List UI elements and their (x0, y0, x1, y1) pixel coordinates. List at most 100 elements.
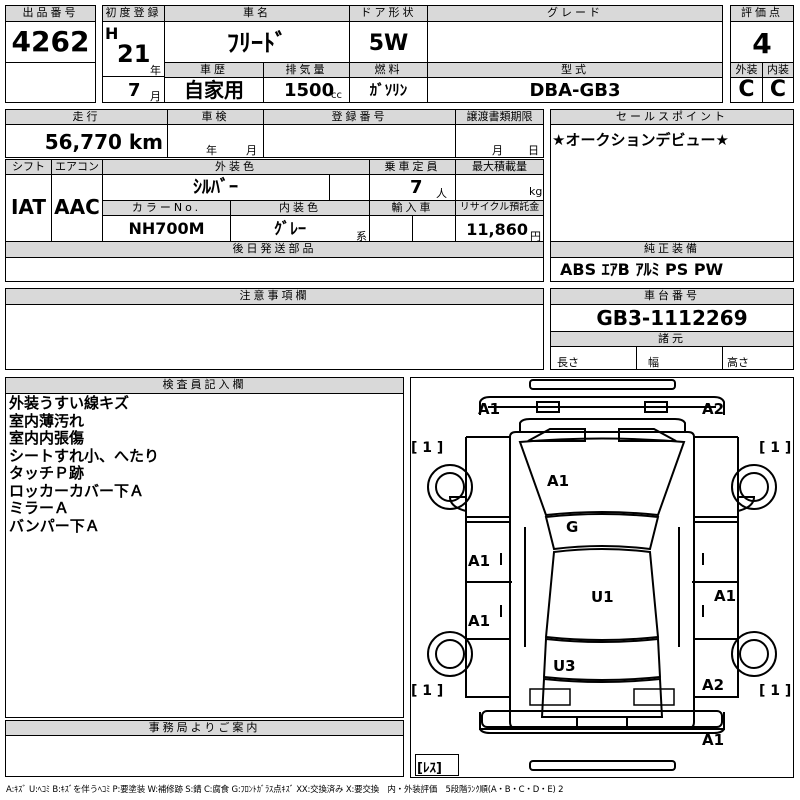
mark-rear-bumper: A1 (702, 731, 725, 749)
fuel-value: ｶﾞｿﾘﾝ (369, 81, 408, 99)
front-bumper (529, 379, 676, 390)
later-parts-label: 後日発送部品 (5, 241, 544, 258)
score-value: 4 (752, 27, 772, 60)
tailgate (540, 677, 664, 718)
exterior-color-value: ｼﾙﾊﾞｰ (193, 177, 238, 198)
car-name-label: 車名 (164, 5, 350, 22)
inspector-note: シートすれ小、へたり (9, 446, 160, 465)
front-plate (536, 401, 560, 413)
capacity-label: 乗車定員 (369, 159, 456, 175)
reg-year: 21 (117, 40, 151, 68)
interior-color-label: 内装色 (230, 200, 370, 216)
colorno-value: NH700M (128, 219, 205, 238)
tire-rear-left (427, 631, 473, 677)
month-unit: 月 (150, 90, 161, 103)
tire-rl-mark: [ 1 ] (411, 683, 444, 699)
model-box (427, 77, 723, 103)
equipment-label: 純正装備 (550, 241, 794, 258)
inspector-note: 室内内張傷 (9, 429, 85, 447)
right-front-door (692, 517, 739, 583)
equipment-box (550, 257, 794, 282)
tire-front-left-inner (435, 472, 465, 502)
int-box (762, 77, 794, 103)
tire-front-right (731, 464, 777, 510)
transfer-month-unit: 月 (492, 144, 503, 157)
notes-label: 注意事項欄 (5, 288, 544, 305)
inspector-note: バンパー下Ａ (9, 516, 100, 535)
specs-divider-2 (722, 346, 723, 370)
inspector-note: ミラーＡ (9, 499, 70, 517)
transfer-box (455, 124, 544, 158)
length-label: 長さ (557, 356, 579, 369)
load-unit: kg (529, 185, 543, 198)
inspector-note: タッチＰ跡 (9, 464, 85, 482)
mark-windshield: G (566, 518, 579, 536)
grade-box (427, 21, 723, 63)
office-label: 事務局よりご案内 (5, 720, 404, 736)
tire-fl-mark: [ 1 ] (411, 440, 444, 456)
rear-plate (576, 716, 628, 728)
shift-label: シフト (5, 159, 52, 175)
lot-number: 4262 (11, 25, 90, 58)
mark-hood: A1 (547, 472, 570, 490)
roof (544, 548, 660, 641)
import-divider (412, 215, 413, 242)
body-outline (509, 431, 695, 730)
era-letter: H (105, 24, 119, 43)
office-box (5, 735, 404, 777)
interior-color-value: ｸﾞﾚｰ (273, 219, 306, 238)
specs-divider-1 (636, 346, 637, 370)
history-label: 車歴 (164, 62, 264, 78)
reg-month: 7 (128, 80, 141, 101)
sales-point: ★オークションデビュー★ (552, 131, 729, 149)
displacement-value: 1500 (284, 80, 335, 101)
damage-diagram (427, 379, 777, 771)
lot-no-lower-box (5, 62, 96, 103)
load-label: 最大積載量 (455, 159, 544, 175)
spare-mark: [ﾚｽ] (417, 761, 442, 776)
tire-front-right-inner (739, 472, 769, 502)
exterior-color-label: 外装色 (102, 159, 370, 175)
inspection-label: 車検 (167, 109, 264, 125)
inspector-note: 外装うすい線キズ (9, 394, 130, 412)
ac-value: AAC (54, 195, 100, 219)
ext-color-divider (329, 174, 330, 201)
capacity-value: 7 (410, 177, 423, 198)
mark-roof: U1 (591, 588, 614, 606)
regno-label: 登録番号 (263, 109, 456, 125)
inspector-note: ロッカーカバー下Ａ (9, 481, 145, 500)
fuel-label: 燃料 (349, 62, 428, 78)
left-front-fender (465, 436, 510, 518)
tire-rr-mark: [ 1 ] (759, 683, 792, 699)
right-front-fender (694, 436, 739, 518)
chassis-label: 車台番号 (550, 288, 794, 305)
height-label: 高さ (727, 356, 749, 369)
mark-front-right: A2 (702, 400, 725, 418)
door-label: ドア形状 (349, 5, 428, 22)
model-label: 型式 (427, 62, 723, 78)
equipment-value: ABS ｴｱB ｱﾙﾐ PS PW (560, 260, 724, 279)
left-front-door (465, 517, 512, 583)
left-rear-fender (465, 639, 510, 698)
mileage-label: 走行 (5, 109, 168, 125)
ext-rank: C (738, 77, 755, 102)
front-plate-2 (644, 401, 668, 413)
reg-divider (102, 76, 165, 77)
displacement-unit: cc (331, 90, 342, 101)
ext-label: 外装 (730, 62, 763, 78)
specs-box (550, 346, 794, 370)
ac-label: エアコン (51, 159, 103, 175)
model-value: DBA-GB3 (529, 80, 621, 101)
year-unit: 年 (150, 64, 161, 77)
shift-value: IAT (10, 195, 46, 219)
later-parts-box (5, 257, 544, 282)
import-label: 輸入車 (369, 200, 456, 216)
transfer-label: 譲渡書類期限 (455, 109, 544, 125)
insp-year-unit: 年 (206, 144, 217, 157)
recycle-value: 11,860 (466, 220, 528, 239)
displacement-label: 排気量 (263, 62, 350, 78)
colorno-label: カラーNo. (102, 200, 231, 216)
regno-box (263, 124, 456, 158)
mark-left-front-door: A1 (468, 552, 491, 570)
rear-glass (542, 637, 662, 681)
